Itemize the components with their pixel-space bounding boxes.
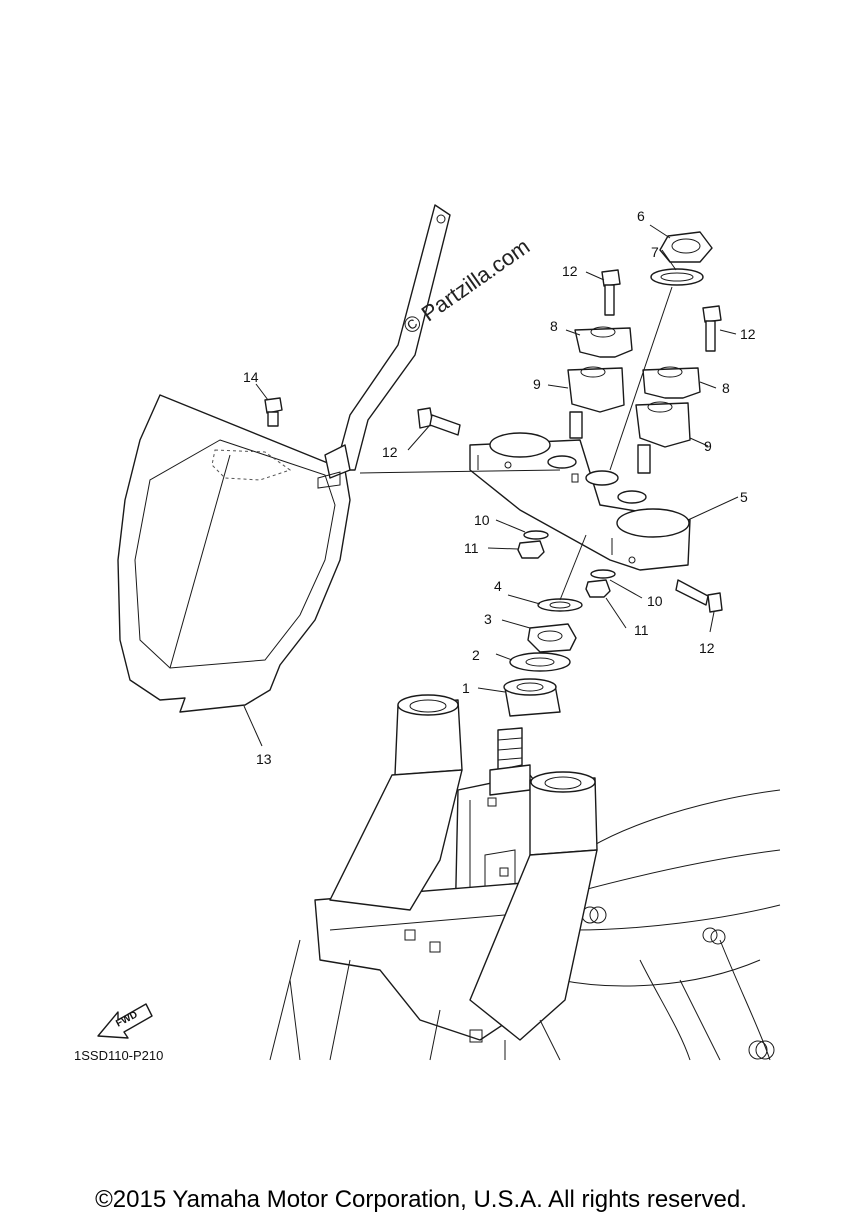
frame-and-forks (269, 694, 781, 1061)
callout-8b: 8 (722, 380, 730, 396)
number-plate (117, 204, 451, 713)
callout-10a: 10 (474, 512, 490, 528)
callout-5: 5 (740, 489, 748, 505)
upper-triple-clamp (469, 432, 691, 571)
callout-2: 2 (472, 647, 480, 663)
callout-14: 14 (243, 369, 259, 385)
callout-7: 7 (651, 244, 659, 260)
callout-12a: 12 (562, 263, 578, 279)
copyright-notice: ©2015 Yamaha Motor Corporation, U.S.A. A… (95, 1186, 747, 1213)
nut-6-washer-7 (650, 231, 713, 286)
callout-9a: 9 (533, 376, 541, 392)
callout-13: 13 (256, 751, 272, 767)
fwd-arrow-icon: FWD (97, 1003, 153, 1039)
washers-10-nuts-11 (517, 530, 616, 598)
callout-6: 6 (637, 208, 645, 224)
handlebar-holders (567, 326, 701, 474)
leader-lines (243, 224, 739, 747)
diagram-code: 1SSD110-P210 (74, 1048, 163, 1063)
callout-11a: 11 (464, 540, 479, 556)
callout-12d: 12 (699, 640, 715, 656)
callout-3: 3 (484, 611, 492, 627)
callout-11b: 11 (634, 622, 649, 638)
bearing-stack (503, 598, 583, 717)
callout-10b: 10 (647, 593, 663, 609)
callout-8a: 8 (550, 318, 558, 334)
callout-12c: 12 (382, 444, 398, 460)
callout-12b: 12 (740, 326, 756, 342)
bolts-12 (417, 269, 723, 613)
callout-4: 4 (494, 578, 502, 594)
callout-1: 1 (462, 680, 470, 696)
callouts: 1 2 3 4 5 6 7 8 8 9 9 10 10 11 11 12 12 … (243, 208, 756, 767)
bolt-14 (264, 397, 283, 427)
callout-9b: 9 (704, 438, 712, 454)
